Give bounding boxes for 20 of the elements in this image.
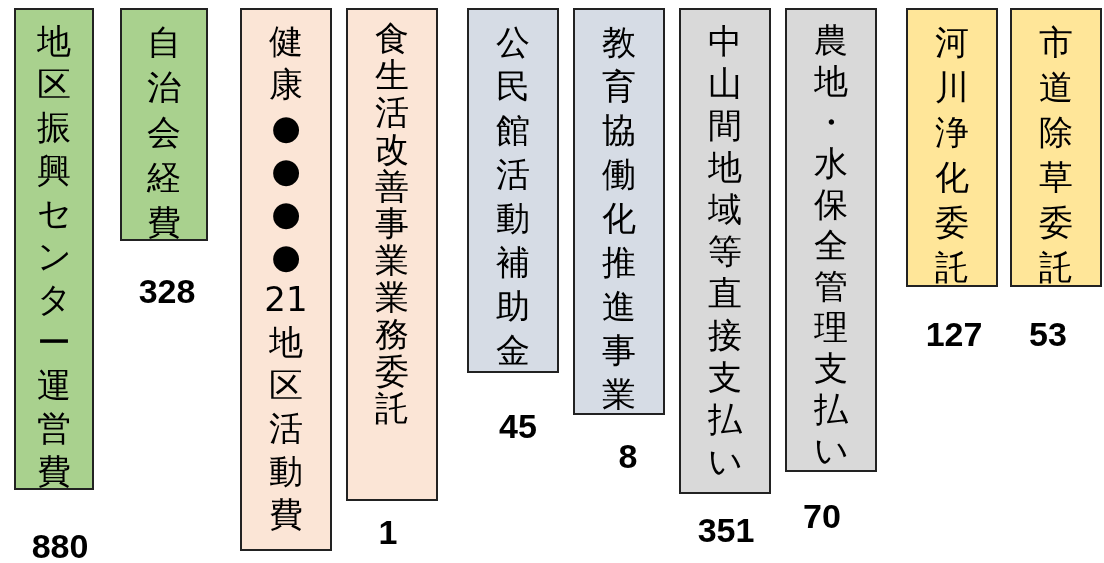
vertical-label: 健康●●●●21地区活動費: [263, 20, 309, 536]
vertical-label: 市道除草委託: [1038, 21, 1074, 289]
value-label: 8: [618, 439, 638, 473]
value-label: 880: [31, 529, 89, 563]
value-label: 351: [697, 513, 755, 547]
value-label: 53: [1029, 317, 1067, 351]
vertical-label: 地区振興センター運営費: [35, 20, 73, 493]
vertical-label: 食生活改善事業業務委託: [374, 20, 410, 427]
vertical-label: 公民館活動補助金: [495, 21, 531, 372]
vertical-label: 中山間地域等直接支払い: [706, 20, 744, 482]
vertical-label: 農地・水保全管理支払い: [812, 20, 850, 471]
vertical-label: 河川浄化委託: [934, 21, 970, 289]
label-box: [240, 8, 332, 551]
vertical-label: 教育協働化推進事業: [601, 21, 637, 416]
value-label: 328: [138, 274, 196, 308]
value-label: 1: [378, 515, 398, 549]
value-label: 127: [925, 317, 983, 351]
value-label: 45: [499, 409, 537, 443]
value-label: 70: [803, 499, 841, 533]
vertical-label: 自治会経費: [146, 21, 182, 244]
